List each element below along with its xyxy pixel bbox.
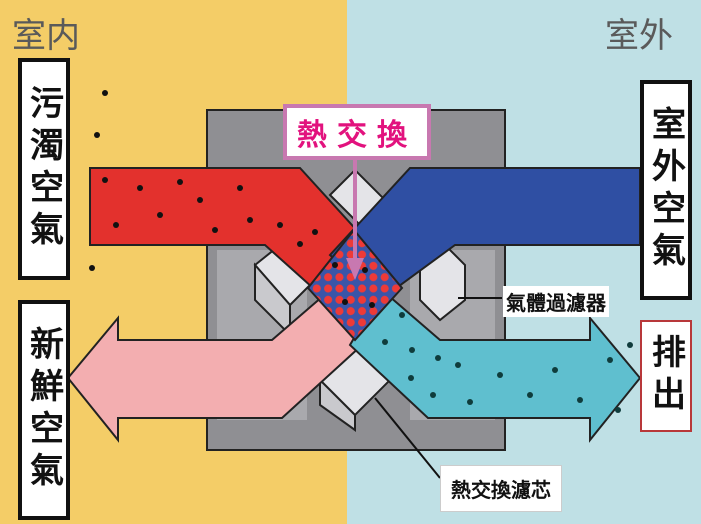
core-pointer-line: [374, 397, 441, 479]
fresh-air-label: 新鮮空氣: [18, 300, 70, 520]
discharge-particles: [382, 312, 633, 413]
outdoor-label: 室外: [605, 16, 673, 56]
fresh-air-arrow: [66, 288, 364, 443]
gas-filter-label: 氣體過濾器: [503, 286, 609, 317]
heat-exchange-title: 熱交換: [283, 104, 431, 160]
discharge-arrow: [348, 288, 642, 443]
heat-exchange-core-zone: [306, 228, 404, 342]
heat-exchange-arrowhead: [346, 258, 364, 280]
outdoor-air-label: 室外空氣: [640, 80, 692, 300]
indoor-label: 室内: [12, 16, 80, 56]
discharge-label: 排出: [640, 320, 692, 432]
exhaust-air-label: 污濁空氣: [18, 58, 70, 280]
heat-exchange-core-label: 熱交換濾芯: [440, 465, 562, 512]
particles: [89, 90, 375, 308]
